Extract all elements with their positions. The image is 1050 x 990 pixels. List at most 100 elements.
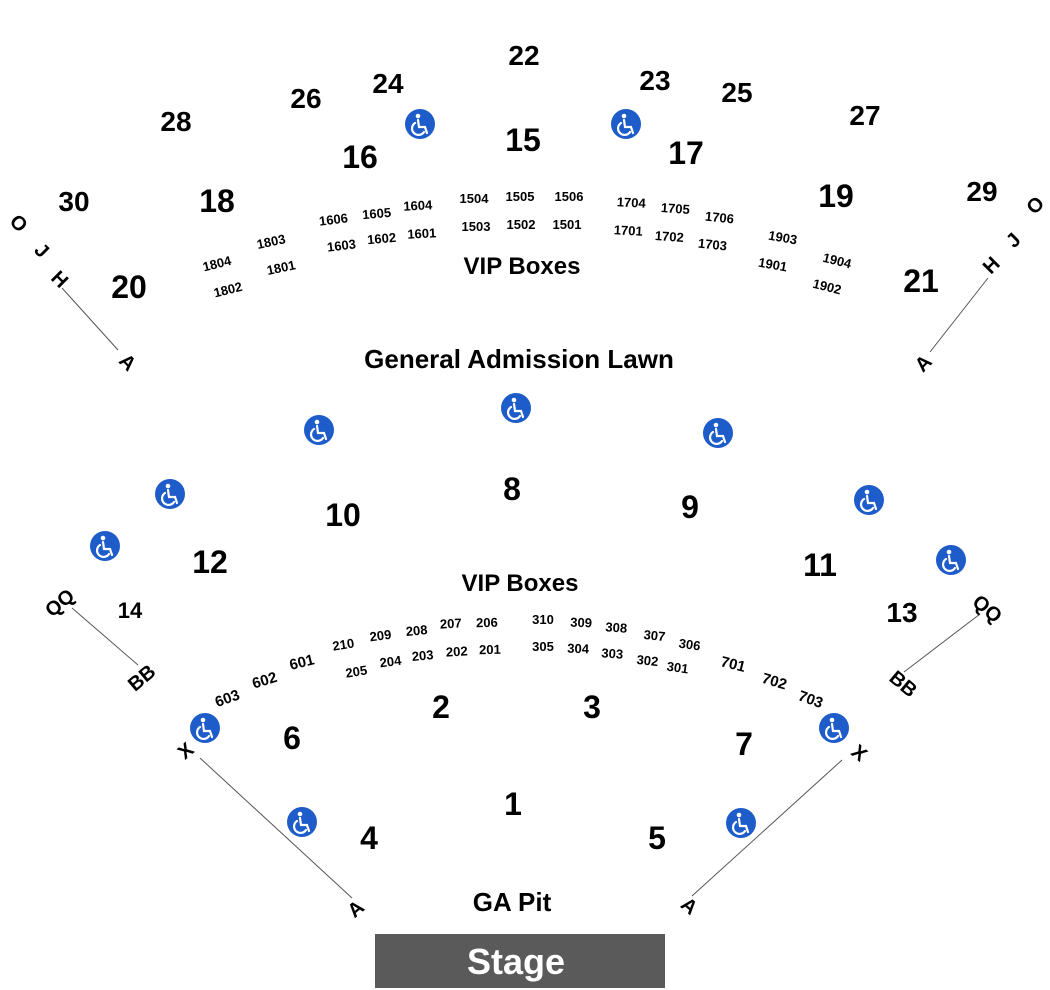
section-22[interactable]: 22 (508, 40, 539, 71)
vip-boxes-upper-label: VIP Boxes (464, 253, 581, 280)
section-10[interactable]: 10 (325, 497, 361, 533)
box-1605[interactable]: 1605 (362, 205, 392, 222)
box-204[interactable]: 204 (379, 653, 403, 671)
box-203[interactable]: 203 (411, 647, 434, 664)
section-30[interactable]: 30 (58, 186, 89, 217)
section-7[interactable]: 7 (735, 726, 753, 762)
section-21[interactable]: 21 (903, 263, 939, 299)
box-208[interactable]: 208 (405, 622, 428, 639)
box-1706[interactable]: 1706 (704, 209, 734, 227)
box-206[interactable]: 206 (476, 615, 498, 630)
box-1602[interactable]: 1602 (367, 230, 397, 247)
box-701[interactable]: 701 (719, 653, 747, 676)
box-1802[interactable]: 1802 (212, 279, 244, 301)
row-marker-lower-left-x: X (174, 738, 199, 764)
box-307[interactable]: 307 (643, 627, 666, 644)
section-1[interactable]: 1 (504, 786, 522, 822)
box-1502[interactable]: 1502 (507, 217, 536, 232)
box-305[interactable]: 305 (532, 639, 554, 654)
section-14[interactable]: 14 (118, 598, 143, 623)
section-15[interactable]: 15 (505, 122, 541, 158)
box-1804[interactable]: 1804 (201, 253, 233, 275)
section-8[interactable]: 8 (503, 471, 521, 507)
section-23[interactable]: 23 (639, 65, 670, 96)
row-marker-lower-right-x: X (847, 741, 872, 767)
box-1903[interactable]: 1903 (767, 228, 798, 248)
box-601[interactable]: 601 (288, 651, 316, 674)
box-310[interactable]: 310 (532, 612, 554, 627)
section-28[interactable]: 28 (160, 106, 191, 137)
row-marker-upper-left-j: J (30, 239, 53, 262)
box-207[interactable]: 207 (440, 615, 462, 631)
box-1904[interactable]: 1904 (821, 250, 853, 272)
box-205[interactable]: 205 (344, 662, 368, 680)
section-20[interactable]: 20 (111, 269, 147, 305)
section-27[interactable]: 27 (849, 100, 880, 131)
box-702[interactable]: 702 (760, 670, 789, 694)
box-603[interactable]: 603 (213, 687, 242, 712)
box-1705[interactable]: 1705 (660, 200, 690, 217)
section-29[interactable]: 29 (966, 176, 997, 207)
section-3[interactable]: 3 (583, 689, 601, 725)
box-1501[interactable]: 1501 (553, 217, 582, 232)
row-marker-lower-right-a: A (676, 893, 701, 919)
box-302[interactable]: 302 (636, 652, 659, 669)
section-11[interactable]: 11 (803, 547, 837, 583)
row-marker-lower-left-a: A (344, 896, 369, 922)
box-703[interactable]: 703 (796, 688, 825, 713)
wheelchair-icon (609, 107, 643, 141)
box-306[interactable]: 306 (678, 636, 702, 654)
section-17[interactable]: 17 (668, 135, 704, 171)
row-marker-upper-right-o: O (1022, 192, 1049, 219)
box-201[interactable]: 201 (479, 642, 501, 657)
box-309[interactable]: 309 (570, 615, 592, 631)
general-admission-lawn-label[interactable]: General Admission Lawn (364, 344, 674, 374)
box-1606[interactable]: 1606 (318, 210, 349, 228)
box-1901[interactable]: 1901 (757, 255, 788, 275)
row-marker-upper-right-j: J (1002, 229, 1025, 252)
box-1604[interactable]: 1604 (403, 197, 433, 214)
box-1703[interactable]: 1703 (697, 236, 727, 254)
box-308[interactable]: 308 (605, 619, 628, 635)
box-1704[interactable]: 1704 (616, 194, 646, 211)
box-301[interactable]: 301 (666, 659, 690, 677)
box-602[interactable]: 602 (250, 669, 279, 693)
section-5[interactable]: 5 (648, 820, 666, 856)
section-2[interactable]: 2 (432, 689, 450, 725)
section-18[interactable]: 18 (199, 183, 235, 219)
section-12[interactable]: 12 (192, 544, 228, 580)
stage-block (375, 934, 665, 988)
section-4[interactable]: 4 (360, 820, 378, 856)
row-marker-mid-left-qq: QQ (41, 585, 79, 622)
box-1505[interactable]: 1505 (506, 189, 535, 204)
section-25[interactable]: 25 (721, 77, 752, 108)
box-1801[interactable]: 1801 (265, 257, 296, 278)
ga-pit-label[interactable]: GA Pit (473, 887, 552, 917)
box-1504[interactable]: 1504 (460, 191, 490, 206)
section-26[interactable]: 26 (290, 83, 321, 114)
section-16[interactable]: 16 (342, 139, 378, 175)
box-1701[interactable]: 1701 (613, 222, 643, 238)
section-24[interactable]: 24 (372, 68, 404, 99)
wheelchair-icon (817, 711, 851, 745)
box-202[interactable]: 202 (446, 643, 468, 659)
box-1601[interactable]: 1601 (407, 225, 437, 241)
row-marker-upper-left-h: H (46, 267, 72, 293)
box-1902[interactable]: 1902 (811, 276, 843, 298)
box-1803[interactable]: 1803 (255, 231, 286, 252)
box-210[interactable]: 210 (331, 635, 355, 653)
section-19[interactable]: 19 (818, 178, 854, 214)
box-1702[interactable]: 1702 (654, 228, 684, 245)
box-1503[interactable]: 1503 (462, 219, 491, 234)
box-303[interactable]: 303 (601, 645, 624, 661)
box-1506[interactable]: 1506 (555, 189, 584, 204)
section-9[interactable]: 9 (681, 489, 699, 525)
box-1603[interactable]: 1603 (326, 236, 357, 254)
stage-label: Stage (467, 941, 565, 982)
section-6[interactable]: 6 (283, 720, 301, 756)
box-304[interactable]: 304 (567, 641, 590, 657)
aisle-line-mid-left (71, 607, 139, 666)
box-209[interactable]: 209 (369, 627, 392, 645)
section-13[interactable]: 13 (886, 597, 917, 628)
